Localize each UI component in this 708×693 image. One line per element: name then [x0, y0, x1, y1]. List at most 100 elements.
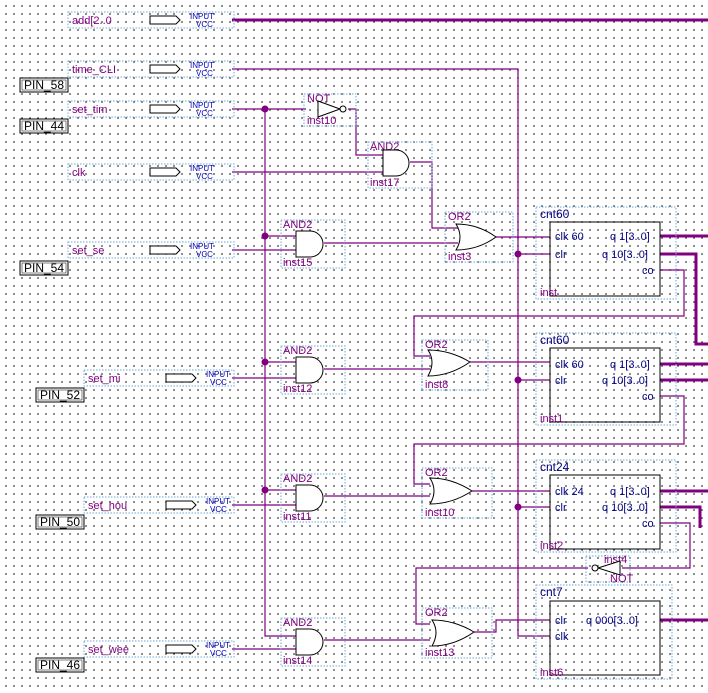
- input-pin-icon: [165, 373, 197, 383]
- input-set-min-label: set_mi: [88, 373, 120, 385]
- input-set-sec[interactable]: set_se INPUT VCC: [67, 241, 235, 259]
- gate-inst: inst11: [283, 511, 312, 523]
- pin-label-text: PIN_46: [40, 658, 80, 672]
- junctions: [261, 105, 522, 511]
- and-gate-2[interactable]: AND2 inst12: [280, 345, 346, 395]
- gate-type: OR2: [425, 607, 448, 619]
- vcc-tag: VCC: [196, 172, 213, 181]
- gate-inst: inst13: [425, 647, 454, 659]
- input-clk[interactable]: clk INPUT VCC: [67, 163, 235, 181]
- port-clr: clr: [555, 502, 567, 514]
- port-clr: clr: [555, 615, 567, 627]
- vcc-tag: VCC: [196, 250, 213, 259]
- pin-label-54[interactable]: PIN_54: [19, 260, 69, 276]
- and-icon: [295, 230, 324, 258]
- input-set-time[interactable]: set_tim INPUT VCC: [67, 100, 235, 118]
- input-pin-icon: [149, 64, 181, 74]
- port-q10: q 10[3..0]: [602, 375, 648, 387]
- cnt60a-q10-bus: [660, 252, 708, 346]
- junction-dot: [514, 250, 522, 258]
- block-title: cnt60: [540, 207, 570, 221]
- input-set-hour[interactable]: set_hou INPUT VCC: [83, 496, 235, 514]
- pin-label-text: PIN_44: [24, 119, 64, 133]
- cnt24-q10-bus: [660, 505, 702, 528]
- port-q1: q 1[3..0]: [610, 486, 650, 498]
- port-q10: q 10[3..0]: [602, 249, 648, 261]
- gate-type: AND2: [283, 345, 312, 357]
- vcc-tag: VCC: [196, 20, 213, 29]
- or-icon: [427, 349, 471, 377]
- cnt7-block-week[interactable]: cnt7 clr clk q 000[3..0] inst6: [535, 584, 673, 680]
- cnt60-block-minutes[interactable]: cnt60 clk 60 clr q 1[3..0] q 10[3..0] co…: [535, 332, 677, 426]
- input-pin-icon: [149, 15, 181, 25]
- gate-inst: inst17: [370, 177, 399, 189]
- port-clk: clk 60: [555, 359, 584, 371]
- not-icon: [317, 100, 342, 118]
- input-set-hour-label: set_hou: [88, 500, 127, 512]
- input-set-min[interactable]: set_mi INPUT VCC: [83, 369, 235, 387]
- or-gate-2[interactable]: OR2 inst8: [421, 339, 489, 391]
- or-gate-1[interactable]: OR2 inst3: [444, 211, 514, 263]
- port-co: co: [642, 391, 654, 403]
- set-time-trunk: [264, 109, 296, 637]
- cnt60-block-seconds[interactable]: cnt60 clk 60 clr q 1[3..0] q 10[3..0] co…: [535, 206, 677, 300]
- block-inst: inst6: [540, 667, 563, 679]
- input-set-week[interactable]: set_wee INPUT VCC: [83, 640, 235, 658]
- pin-label-44[interactable]: PIN_44: [19, 118, 69, 134]
- and-gate-3[interactable]: AND2 inst11: [280, 473, 346, 523]
- pin-label-52[interactable]: PIN_52: [35, 387, 85, 403]
- pin-label-text: PIN_58: [24, 78, 64, 92]
- pin-label-text: PIN_52: [40, 388, 80, 402]
- gate-type: OR2: [425, 339, 448, 351]
- block-title: cnt24: [540, 460, 570, 474]
- input-add-label: add[2..0: [72, 15, 112, 27]
- input-set-week-label: set_wee: [88, 644, 129, 656]
- gate-type: OR2: [425, 467, 448, 479]
- input-time-clk[interactable]: time_CLI INPUT VCC: [67, 60, 235, 78]
- input-set-sec-label: set_se: [72, 245, 104, 257]
- and-gate-4[interactable]: AND2 inst14: [280, 617, 346, 667]
- port-clk: clk 24: [555, 486, 584, 498]
- junction-dot: [261, 358, 269, 366]
- input-clk-label: clk: [72, 167, 86, 179]
- and-gate-top[interactable]: AND2 inst17: [367, 141, 433, 189]
- pin-label-46[interactable]: PIN_46: [35, 657, 85, 673]
- gate-type: OR2: [448, 211, 471, 223]
- pin-labels: PIN_58 PIN_44 PIN_54 PIN_52 PIN_50 PIN_4…: [19, 77, 85, 673]
- cnt60b-co-wire: [413, 395, 685, 485]
- not1-out-wire: [348, 108, 383, 156]
- and-icon: [295, 628, 324, 656]
- or-gate-4[interactable]: OR2 inst13: [421, 607, 493, 659]
- gate-inst: inst10: [307, 115, 336, 127]
- and-icon: [382, 149, 410, 177]
- input-tag: INPUT: [190, 242, 214, 251]
- input-tag: INPUT: [206, 641, 230, 650]
- port-q10: q 10[3..0]: [602, 502, 648, 514]
- and-gate-1[interactable]: AND2 inst15: [280, 219, 346, 269]
- pin-label-text: PIN_50: [40, 515, 80, 529]
- not-gate-bottom[interactable]: inst4 NOT: [585, 554, 634, 585]
- pin-label-50[interactable]: PIN_50: [35, 514, 85, 530]
- input-tag: INPUT: [206, 497, 230, 506]
- not-gate-top[interactable]: NOT inst10: [303, 93, 357, 127]
- cnt24-co-wire: [622, 522, 691, 569]
- vcc-tag: VCC: [196, 109, 213, 118]
- or-icon: [455, 223, 497, 251]
- junction-dot: [514, 376, 522, 384]
- input-add[interactable]: add[2..0 INPUT VCC: [67, 11, 235, 29]
- pin-label-58[interactable]: PIN_58: [19, 77, 69, 93]
- cnt60a-co-wire: [413, 269, 685, 357]
- and-icon: [295, 356, 324, 384]
- cnt24-block-hours[interactable]: cnt24 clk 24 clr q 1[3..0] q 10[3..0] co…: [535, 459, 677, 553]
- gate-inst: inst12: [283, 383, 312, 395]
- block-inst: inst: [540, 287, 557, 299]
- or-gate-3[interactable]: OR2 inst10: [421, 467, 493, 519]
- junction-dot: [261, 232, 269, 240]
- port-co: co: [642, 518, 654, 530]
- input-pin-icon: [149, 245, 181, 255]
- input-tag: INPUT: [206, 370, 230, 379]
- wires: [232, 18, 708, 650]
- gate-type: NOT: [610, 573, 634, 585]
- gate-type: AND2: [283, 473, 312, 485]
